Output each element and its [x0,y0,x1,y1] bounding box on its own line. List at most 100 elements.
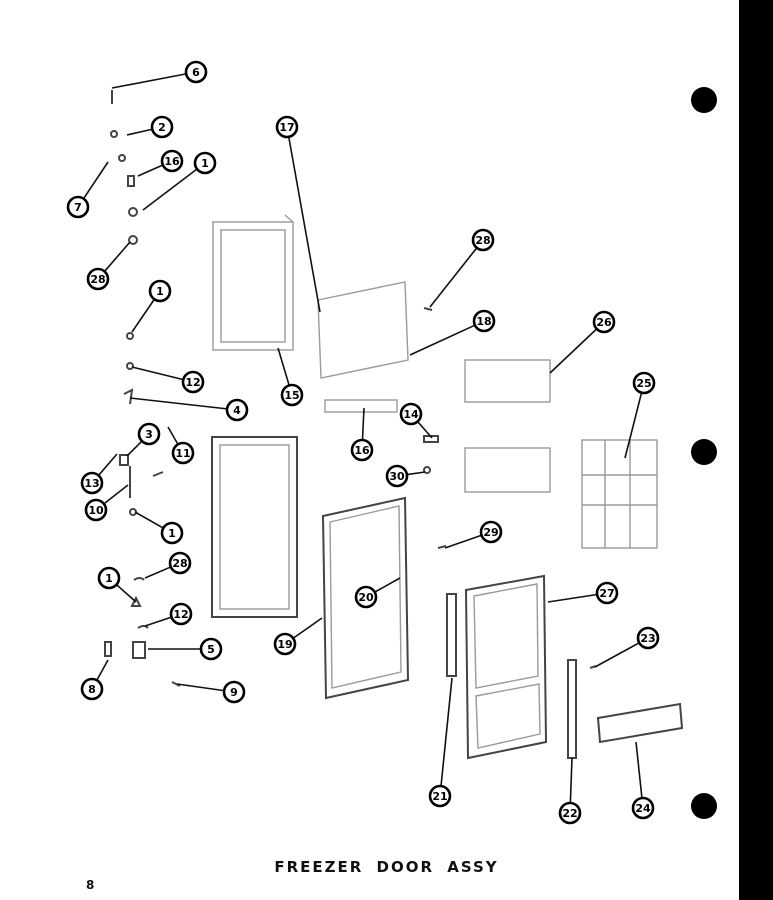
binder-holes [691,87,717,819]
callout-number: 27 [599,587,614,600]
callout-25: 25 [632,371,656,395]
callout-28: 28 [168,551,192,575]
callout-1: 1 [97,566,121,590]
leader-line-13 [97,453,118,476]
callout-circle [169,602,193,626]
leader-line-27 [547,593,598,603]
callout-22: 22 [558,801,582,825]
leader-line-25 [624,392,643,459]
callout-number: 16 [354,444,370,457]
leader-line-10 [103,484,129,505]
callout-6: 6 [184,60,208,84]
leader-line-2 [126,128,153,136]
leader-line-28 [429,247,478,308]
callout-number: 13 [84,477,99,490]
leader-line-12 [144,616,172,627]
callout-5: 5 [199,637,223,661]
callout-circle [199,637,223,661]
leader-line-6 [111,73,187,89]
leader-line-28 [103,241,131,272]
callout-13: 13 [80,471,104,495]
leader-line-4 [129,397,228,410]
outer-door-27 [464,574,548,760]
callout-1: 1 [193,151,217,175]
leader-line-26 [549,328,598,374]
callout-number: 21 [432,790,447,803]
callout-15: 15 [280,383,304,407]
door-trim-22 [567,659,577,759]
callout-21: 21 [428,784,452,808]
callout-number: 25 [636,377,651,390]
binder-hole-3 [691,793,717,819]
leader-line-21 [440,677,453,787]
callout-number: 28 [90,273,105,286]
callout-number: 23 [640,632,655,645]
callout-number: 17 [279,121,294,134]
callout-number: 9 [230,686,238,699]
callout-number: 22 [562,807,577,820]
callout-circle [171,441,195,465]
callout-circle [479,520,503,544]
callout-12: 12 [181,370,205,394]
callout-number: 3 [145,428,153,441]
callout-circle [86,267,110,291]
callout-number: 12 [173,608,188,621]
callout-4: 4 [225,398,249,422]
leader-lines [82,73,643,804]
callout-circle [160,521,184,545]
callout-9: 9 [222,680,246,704]
callout-2: 2 [150,115,174,139]
callout-circle [273,632,297,656]
callout-16: 16 [160,149,184,173]
upper-door-panel [212,214,294,351]
callout-24: 24 [631,796,655,820]
callout-circle [97,566,121,590]
leader-line-12 [131,366,184,381]
callout-number: 24 [635,802,651,815]
callout-20: 20 [354,585,378,609]
diagram-caption: FREEZER DOOR ASSY [274,858,499,876]
callout-number: 29 [483,526,498,539]
callout-circle [66,195,90,219]
callout-circle [148,279,172,303]
callout-circle [354,585,378,609]
callout-circle [350,438,374,462]
callout-circle [137,422,161,446]
callout-circle [80,471,104,495]
callout-17: 17 [275,115,299,139]
binder-hole-1 [691,87,717,113]
callout-number: 26 [596,316,612,329]
callout-circle [80,677,104,701]
leader-line-17 [287,136,321,313]
callout-3: 3 [137,422,161,446]
callout-number: 7 [74,201,82,214]
callout-number: 16 [164,155,180,168]
callout-circle [280,383,304,407]
callout-number: 15 [284,389,299,402]
leader-line-8 [96,659,109,681]
leader-line-24 [635,741,643,799]
leader-line-1 [115,584,137,603]
callout-circle [472,309,496,333]
leader-line-14 [416,420,433,439]
callout-circle [385,464,409,488]
door-gasket-15 [211,436,298,618]
leader-line-1 [142,168,198,211]
door-trim-21 [446,593,457,677]
callout-circle [636,626,660,650]
callout-16: 16 [350,438,374,462]
callout-30: 30 [385,464,409,488]
callout-circle [632,371,656,395]
leader-line-7 [82,161,109,200]
callout-29: 29 [479,520,503,544]
leader-line-1 [131,298,156,333]
leader-line-30 [406,471,426,476]
callout-number: 19 [277,638,292,651]
callout-number: 14 [403,408,419,421]
callout-number: 28 [172,557,187,570]
callout-1: 1 [148,279,172,303]
callout-27: 27 [595,581,619,605]
